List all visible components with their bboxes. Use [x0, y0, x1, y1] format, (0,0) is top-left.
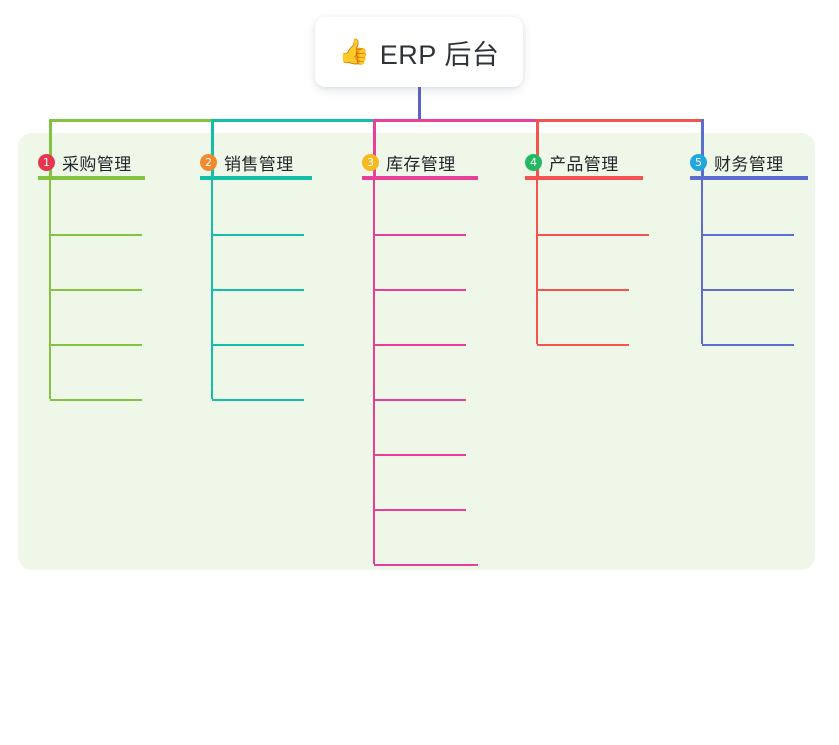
module-header-5[interactable]: 5 财务管理: [690, 150, 784, 175]
connector-bus-4: [536, 119, 703, 122]
module-item-underline: [374, 399, 466, 401]
module-item-underline: [702, 344, 794, 346]
module-item-underline: [702, 289, 794, 291]
module-item-underline: [374, 564, 478, 566]
module-header-2[interactable]: 2 销售管理: [200, 150, 294, 175]
module-column-3: 3 库存管理: [362, 150, 502, 745]
module-number-badge: 3: [362, 154, 379, 171]
module-item-underline: [212, 234, 304, 236]
module-item-underline: [212, 399, 304, 401]
module-item-underline: [50, 234, 142, 236]
module-item-underline: [374, 234, 466, 236]
root-node[interactable]: 👍 ERP 后台: [315, 17, 523, 87]
module-header-3[interactable]: 3 库存管理: [362, 150, 456, 175]
module-item-underline: [212, 289, 304, 291]
module-number-badge: 5: [690, 154, 707, 171]
connector-bus-1: [49, 119, 213, 122]
module-item-underline: [50, 289, 142, 291]
module-item-underline: [374, 344, 466, 346]
module-underline-3: [362, 176, 478, 180]
module-title: 销售管理: [224, 155, 294, 174]
module-item-underline: [702, 234, 794, 236]
root-stem-line: [418, 87, 421, 121]
module-title: 库存管理: [386, 155, 456, 174]
mindmap-canvas: 👍 ERP 后台 1采购管理采购订单采购入库采购退货供应商信息2销售管理销售订单…: [18, 17, 830, 580]
modules-panel: [18, 133, 815, 570]
module-item-underline: [374, 509, 466, 511]
module-underline-1: [38, 176, 145, 180]
connector-drop-4: [536, 119, 539, 176]
connector-bus-2: [211, 119, 375, 122]
connector-drop-5: [701, 119, 704, 176]
module-title: 采购管理: [62, 155, 132, 174]
module-underline-5: [690, 176, 808, 180]
module-title: 财务管理: [714, 155, 784, 174]
module-header-4[interactable]: 4 产品管理: [525, 150, 619, 175]
module-trunk-5: [701, 176, 703, 344]
module-item-underline: [212, 344, 304, 346]
module-header-1[interactable]: 1 采购管理: [38, 150, 132, 175]
module-title: 产品管理: [549, 155, 619, 174]
module-item-underline: [537, 344, 629, 346]
module-item-underline: [537, 289, 629, 291]
module-underline-4: [525, 176, 643, 180]
module-column-5: 5 财务管理: [690, 150, 830, 525]
connector-drop-3: [373, 119, 376, 176]
module-item-underline: [374, 289, 466, 291]
module-item-underline: [50, 344, 142, 346]
module-trunk-4: [536, 176, 538, 344]
root-title: ERP 后台: [379, 39, 500, 70]
connector-bus-3: [373, 119, 538, 122]
module-trunk-1: [49, 176, 51, 399]
module-number-badge: 2: [200, 154, 217, 171]
module-column-1: 1 采购管理: [38, 150, 178, 580]
module-trunk-2: [211, 176, 213, 399]
connector-drop-1: [49, 119, 52, 176]
module-number-badge: 1: [38, 154, 55, 171]
module-column-2: 2 销售管理: [200, 150, 340, 580]
module-item-underline: [374, 454, 466, 456]
module-underline-2: [200, 176, 312, 180]
module-item-underline: [537, 234, 649, 236]
module-number-badge: 4: [525, 154, 542, 171]
thumbs-up-icon: 👍: [338, 37, 370, 66]
module-column-4: 4 产品管理: [525, 150, 665, 525]
module-trunk-3: [373, 176, 375, 564]
module-item-underline: [50, 399, 142, 401]
connector-drop-2: [211, 119, 214, 176]
